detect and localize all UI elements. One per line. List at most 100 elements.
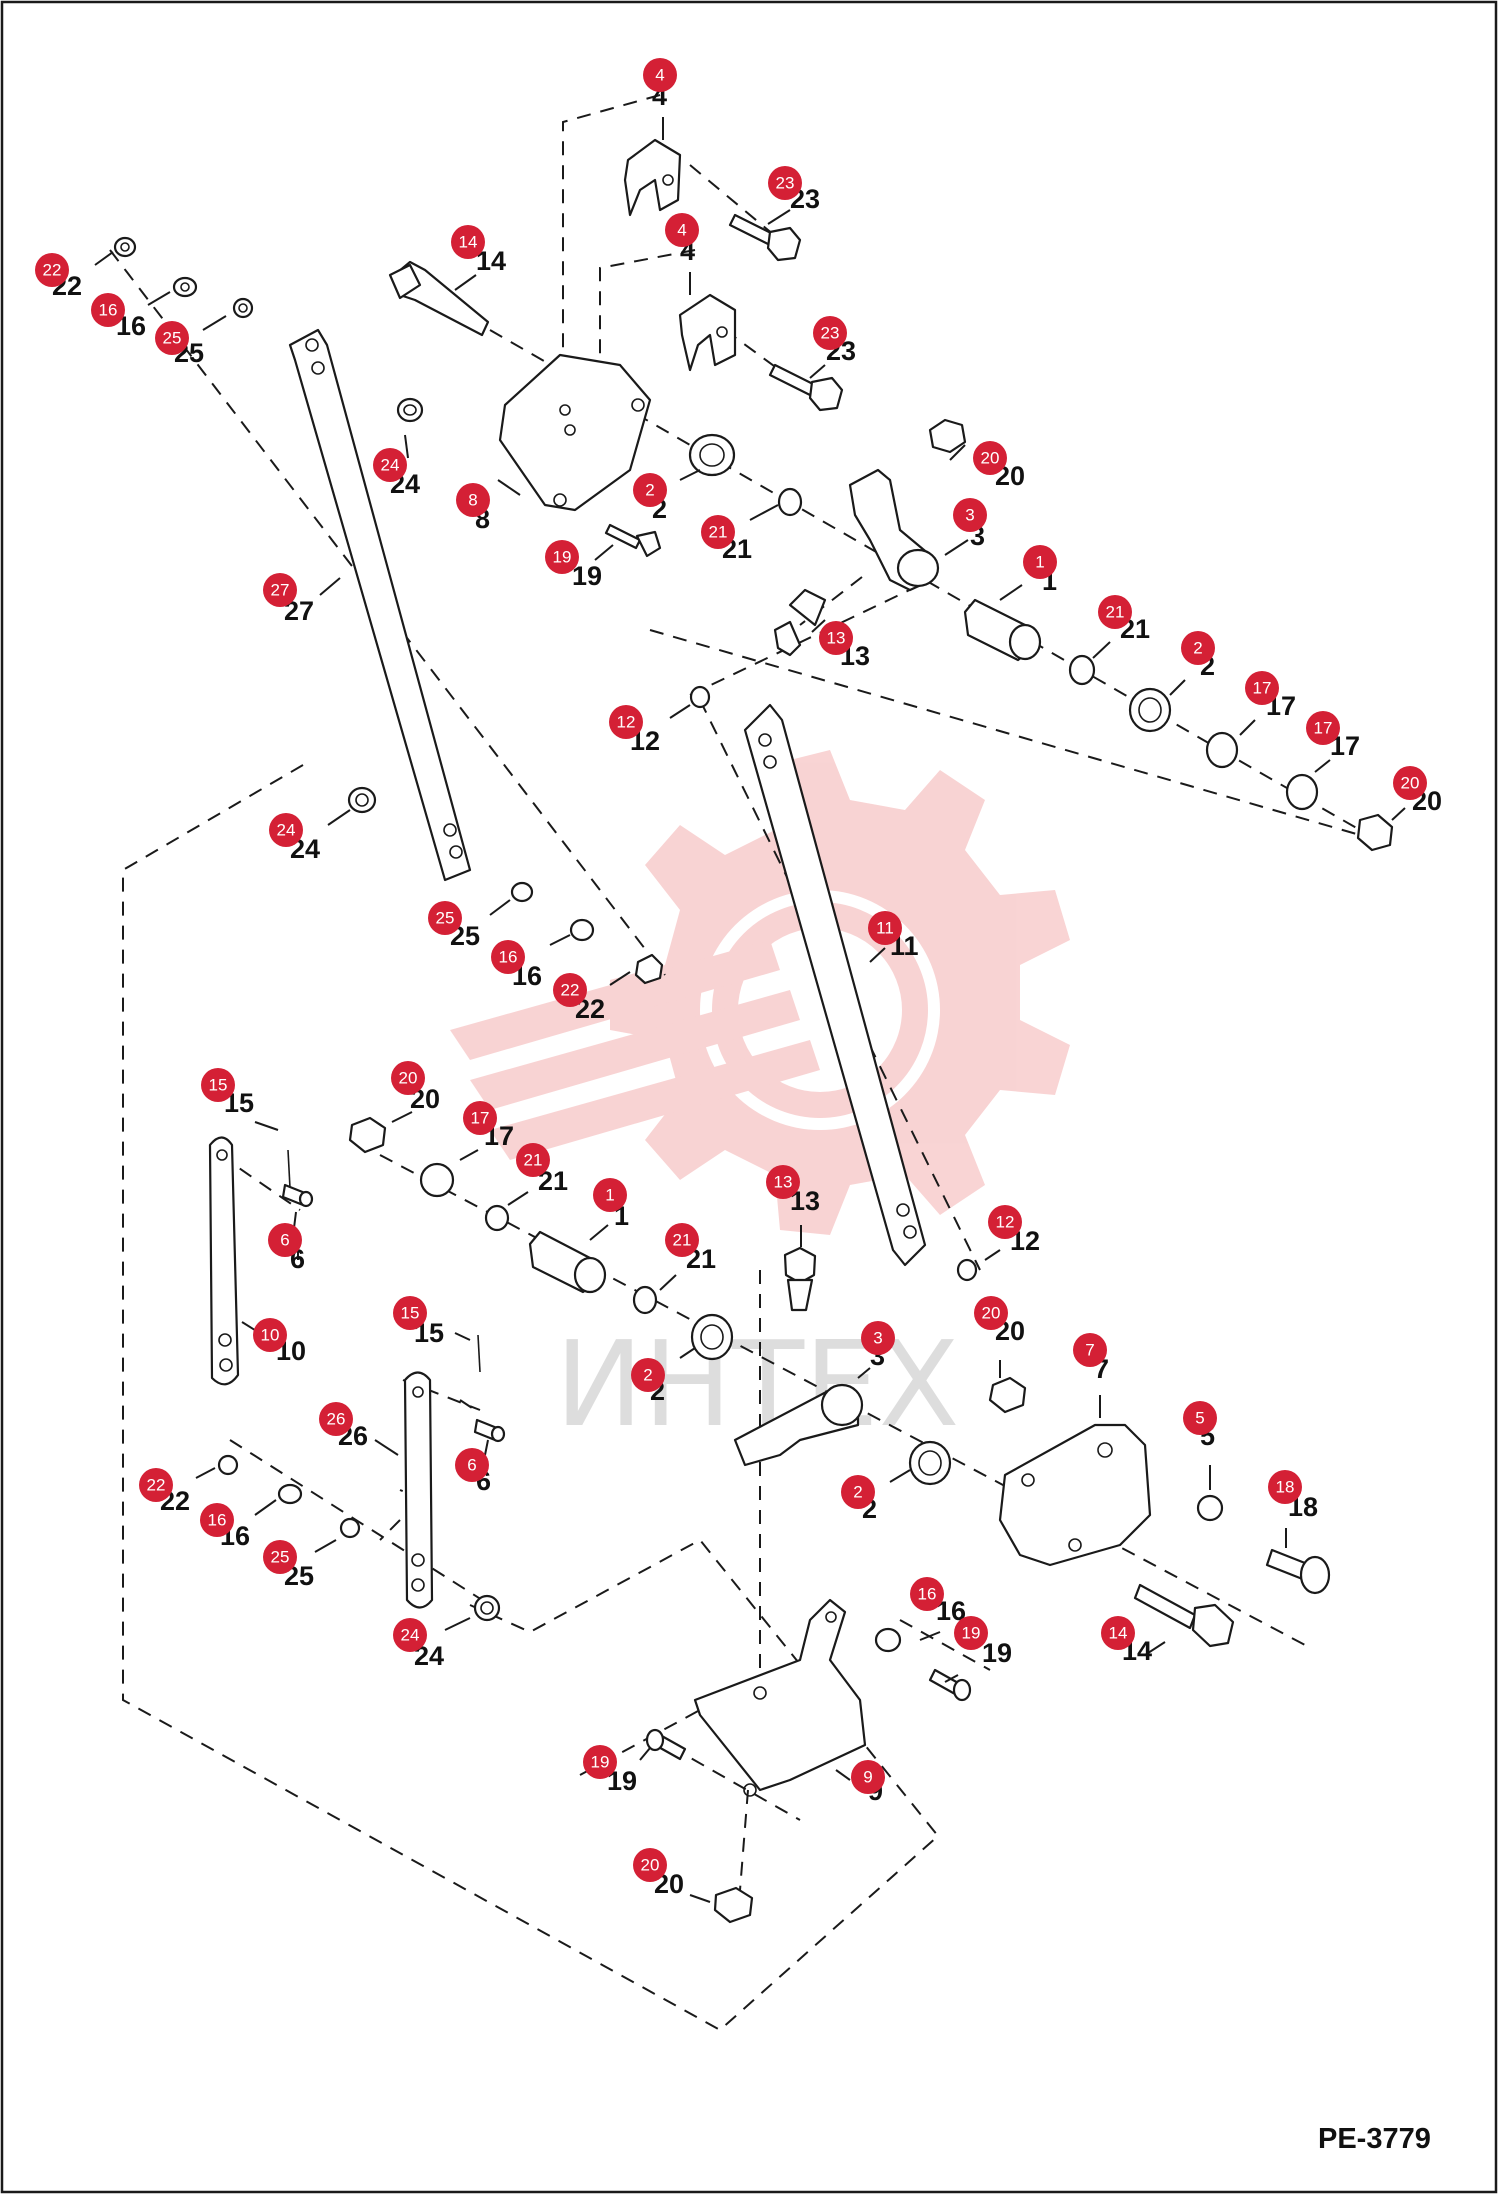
- pin-6-upper: [281, 1183, 314, 1208]
- leader-line: [202, 315, 227, 331]
- plate-8: [498, 353, 652, 512]
- part-number-badge: [868, 911, 902, 945]
- callout-6: 66: [268, 1211, 305, 1274]
- part-number-badge: [456, 483, 490, 517]
- part-number-badge-text: 15: [401, 1304, 420, 1323]
- part-number-badge-text: 16: [499, 948, 518, 967]
- part-number-badge: [263, 573, 297, 607]
- part-number-badge-text: 21: [1106, 603, 1125, 622]
- leader-line: [1169, 679, 1186, 696]
- leader-line: [669, 704, 691, 719]
- part-number-badge-text: 9: [863, 1768, 872, 1787]
- part-number-badge: [373, 448, 407, 482]
- leader-line: [254, 1499, 277, 1516]
- bolt-14-upper: [388, 260, 490, 337]
- leader-line: [1314, 759, 1331, 773]
- oring-21-right: [1068, 654, 1096, 686]
- bushing-2-upper: [688, 433, 736, 477]
- part-number-badge: [139, 1468, 173, 1502]
- part-number-badge-text: 2: [1193, 639, 1202, 658]
- part-number-badge-text: 24: [381, 456, 400, 475]
- part-number-badge: [1268, 1470, 1302, 1504]
- leader-line: [984, 1249, 1001, 1261]
- part-number-badge: [1098, 595, 1132, 629]
- part-number-badge: [766, 1165, 800, 1199]
- part-number-badge-text: 12: [617, 713, 636, 732]
- bushing-1-lower: [528, 1230, 607, 1294]
- leader-line: [147, 291, 171, 306]
- part-number-badge: [988, 1205, 1022, 1239]
- part-number-badge-text: 2: [645, 481, 654, 500]
- part-number-badge-text: 17: [1253, 679, 1272, 698]
- leader-line: [679, 469, 701, 481]
- part-number-badge-text: 21: [709, 523, 728, 542]
- bolt-13-lower: [783, 1246, 817, 1312]
- callout-4: 44: [643, 58, 677, 140]
- oring-17-right-a: [1205, 731, 1239, 769]
- callout-8: 88: [456, 479, 521, 534]
- part-number-badge: [269, 813, 303, 847]
- bolt-23-upper: [728, 213, 802, 262]
- part-number-badge: [391, 1061, 425, 1095]
- oring-21-lower-a: [484, 1204, 510, 1232]
- part-number-badge-text: 22: [147, 1476, 166, 1495]
- part-number-badge-text: 16: [99, 301, 118, 320]
- watermark-gear-icon: [450, 750, 1070, 1235]
- part-number-badge-text: 11: [876, 919, 894, 938]
- leader-line: [835, 1769, 851, 1781]
- leader-line: [1239, 719, 1256, 736]
- part-number-badge: [268, 1223, 302, 1257]
- bushing-2-lower: [690, 1313, 734, 1361]
- part-number-badge-text: 8: [468, 491, 477, 510]
- lever-3-lower: [733, 1383, 864, 1467]
- leader-line: [254, 1121, 279, 1131]
- part-number-label: 19: [572, 561, 602, 591]
- callout-6: 66: [455, 1439, 491, 1496]
- part-number-badge-text: 20: [399, 1069, 418, 1088]
- part-number-badge: [643, 58, 677, 92]
- leader-line: [454, 1332, 471, 1341]
- part-number-badge: [393, 1618, 427, 1652]
- callout-3: 33: [944, 498, 987, 556]
- bolt-13-upper: [773, 588, 827, 657]
- part-number-badge: [393, 1296, 427, 1330]
- part-number-badge: [1073, 1333, 1107, 1367]
- oring-17-lower: [419, 1162, 455, 1198]
- washer-25-middle: [510, 881, 534, 903]
- bushing-1-upper: [963, 598, 1042, 662]
- bolt-14-lower: [1133, 1583, 1235, 1648]
- part-number-badge: [319, 1402, 353, 1436]
- leader-line: [609, 971, 631, 986]
- leader-line: [949, 444, 966, 461]
- part-number-badge-text: 4: [655, 66, 664, 85]
- callout-7: 77: [1073, 1333, 1109, 1418]
- leader-line: [489, 899, 511, 916]
- leader-line: [944, 539, 969, 556]
- callout-2: 22: [633, 469, 701, 524]
- washer-16-bracket: [874, 1627, 902, 1653]
- leader-line: [1391, 807, 1406, 821]
- part-number-badge: [593, 1178, 627, 1212]
- part-number-badge: [1306, 711, 1340, 745]
- leader-line: [1144, 1641, 1166, 1656]
- washer-16-lower: [277, 1483, 303, 1505]
- part-number-badge: [813, 316, 847, 350]
- bushing-2-lower-right: [908, 1440, 952, 1486]
- part-number-badge: [974, 1296, 1008, 1330]
- leader-line: [999, 584, 1023, 601]
- part-number-badge: [633, 1848, 667, 1882]
- part-number-badge: [954, 1616, 988, 1650]
- part-number-badge-text: 18: [1276, 1478, 1295, 1497]
- leader-line: [484, 1439, 489, 1456]
- part-number-badge-text: 13: [774, 1173, 793, 1192]
